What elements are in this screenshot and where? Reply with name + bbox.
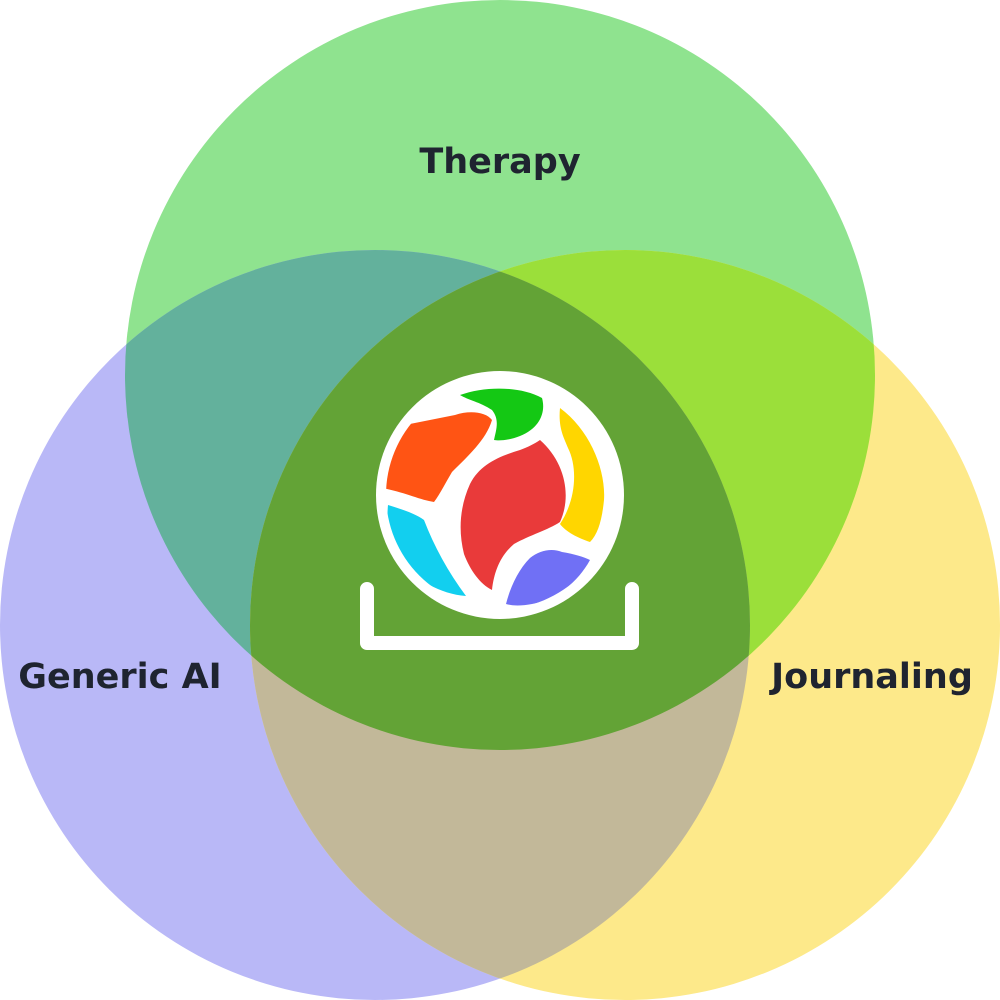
logo-yellow-segment	[559, 408, 605, 542]
multicolor-globe-logo	[360, 371, 639, 650]
logo-red-segment	[460, 440, 566, 590]
logo-stand	[360, 582, 639, 650]
logo-orange-segment	[386, 412, 492, 502]
journaling-label: Journaling	[769, 657, 973, 697]
therapy-label: Therapy	[419, 142, 580, 182]
logo-green-segment	[460, 388, 544, 441]
logo-cyan-segment	[387, 505, 466, 596]
logo-violet-segment	[506, 550, 590, 606]
generic-ai-label: Generic AI	[18, 657, 221, 697]
